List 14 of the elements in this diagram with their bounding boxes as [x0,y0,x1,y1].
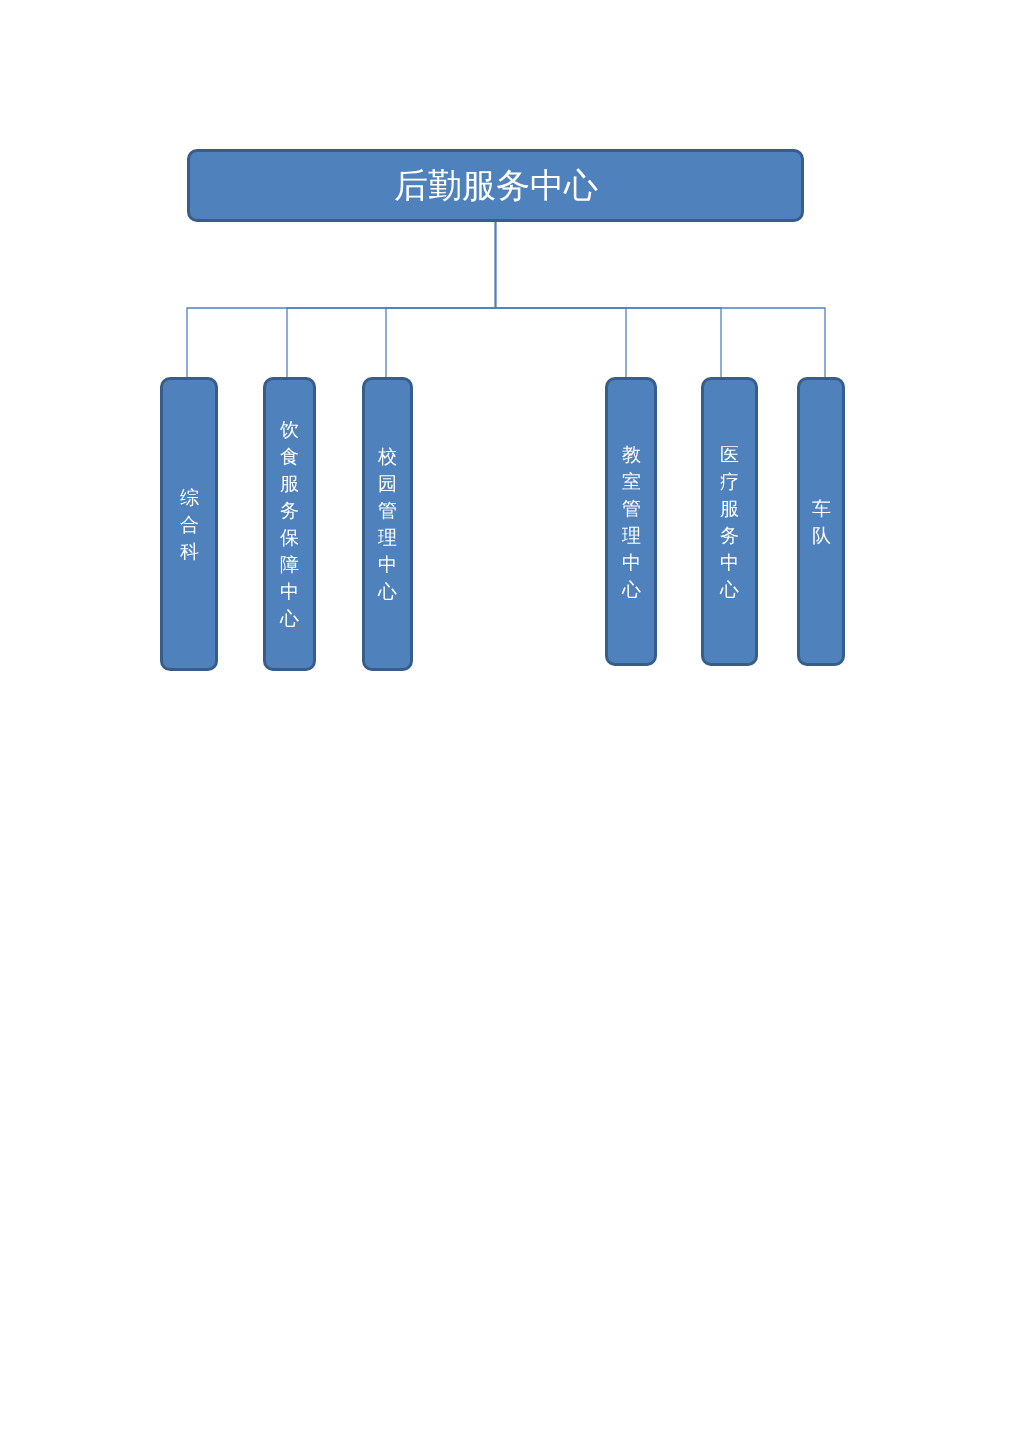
connector-line [494,221,826,378]
unit-box [362,377,413,671]
unit-box [263,377,316,671]
unit-box [160,377,218,671]
unit-label: 教室管理中心 [621,441,641,602]
department-box: 后勤服务中心 [187,149,804,222]
unit-box [701,377,758,666]
unit-label: 饮食服务保障中心 [279,417,300,631]
unit-box [605,377,657,666]
unit-label: 综合科 [179,484,199,564]
unit-box [797,377,845,666]
unit-label: 校园管理中心 [377,444,398,604]
unit-label: 医疗服务中心 [719,441,740,602]
unit-label: 车队 [811,495,831,548]
